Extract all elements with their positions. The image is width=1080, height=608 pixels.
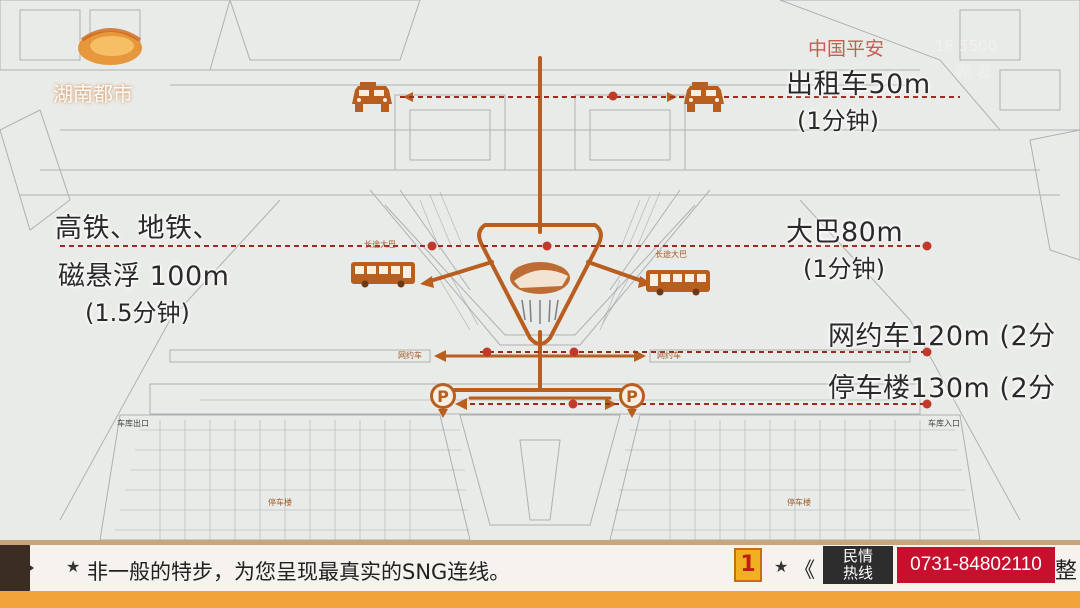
ticker-bracket: 《	[794, 558, 815, 582]
route-arrowheads	[403, 92, 677, 410]
bus-icon	[646, 270, 710, 296]
hotline-line1: 民情	[842, 547, 873, 565]
channel-logo-text: 湖南都市	[53, 82, 133, 106]
parking-grid	[115, 420, 975, 540]
plan-tag: 网约车	[657, 351, 681, 360]
plan-tag: 停车楼	[268, 498, 292, 507]
ticker-top-band	[0, 540, 1080, 545]
taxi-icon	[684, 82, 724, 112]
hotline-badge: 民情 热线	[823, 546, 893, 584]
train-station-emblem	[510, 262, 570, 324]
channel-logo	[78, 28, 142, 65]
platform-grid	[200, 191, 900, 401]
sponsor-label: 中国平安	[808, 38, 885, 60]
rideshare-distance-label: 网约车120m (2分	[828, 321, 1056, 352]
distance-guides	[60, 96, 960, 405]
walking-routes	[425, 56, 647, 400]
parking-icon: P	[430, 383, 456, 418]
hotline-line2: 热线	[842, 564, 873, 582]
ticker-chevron	[0, 545, 34, 591]
taxi-distance-label: 出租车50m	[786, 69, 931, 100]
plan-tag: 长途大巴	[655, 250, 687, 259]
plan-tag: 车库入口	[928, 419, 960, 428]
plan-tag: 长途大巴	[364, 240, 396, 249]
rail-label-line2: 磁悬浮 100m	[58, 261, 230, 292]
plan-tag: 车库出口	[117, 419, 149, 428]
svg-text:P: P	[626, 387, 638, 406]
star-icon: ★	[66, 557, 81, 576]
svg-text:P: P	[437, 387, 449, 406]
parking-distance-label: 停车楼130m (2分	[828, 373, 1056, 404]
distance-markers	[427, 91, 932, 409]
channel-badge: 1	[734, 548, 762, 582]
bus-time-label: (1分钟)	[803, 255, 885, 283]
ticker-headline: 非一般的特步，为您呈现最真实的SNG连线。	[87, 560, 511, 584]
bus-distance-label: 大巴80m	[786, 217, 904, 248]
star-icon: ★	[774, 557, 789, 576]
taxi-time-label: (1分钟)	[797, 107, 879, 135]
taxi-icon	[352, 82, 392, 112]
plan-tag: 网约车	[398, 351, 422, 360]
plan-tag: 停车楼	[787, 498, 811, 507]
corner-number: 18 5500	[935, 37, 998, 55]
ticker-bottom-band	[0, 591, 1080, 608]
hotline-phone: 0731-84802110	[897, 547, 1055, 583]
ticker-trail: 整	[1055, 559, 1078, 584]
parking-icon: P	[619, 383, 645, 418]
bus-icon	[351, 262, 415, 288]
corner-trail: 專 著	[955, 62, 993, 81]
rail-time-label: (1.5分钟)	[85, 299, 190, 327]
rail-label-line1: 高铁、地铁、	[55, 213, 220, 244]
